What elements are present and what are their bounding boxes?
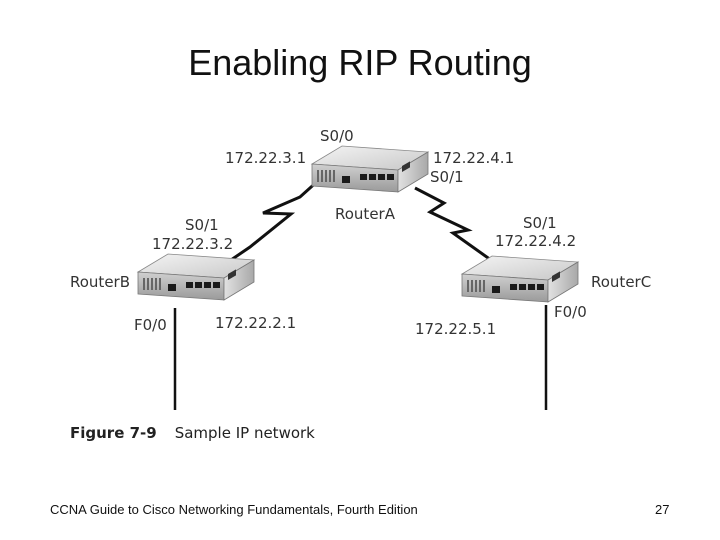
routerb-s0-1-ip: 172.22.3.2 (152, 235, 234, 253)
routerc-s0-1-ip: 172.22.4.2 (495, 232, 577, 250)
routera-s0-1-label: S0/1 (430, 168, 464, 186)
routerb-device (137, 253, 255, 301)
figure-caption: Figure 7-9 Sample IP network (70, 424, 315, 442)
routerc-f0-0-label: F0/0 (554, 303, 587, 321)
serial-link-a-c (414, 186, 499, 267)
routera-device (311, 145, 429, 193)
serial-link-a-b (227, 168, 332, 264)
routera-s0-1-ip: 172.22.4.1 (433, 149, 515, 167)
routerc-name: RouterC (591, 273, 652, 291)
routerb-s0-1-label: S0/1 (185, 216, 219, 234)
routerb-name: RouterB (70, 273, 130, 291)
figure-caption-text: Sample IP network (174, 424, 315, 442)
routerc-s0-1-label: S0/1 (523, 214, 557, 232)
routerb-f0-0-label: F0/0 (134, 316, 167, 334)
routera-name: RouterA (335, 205, 395, 223)
slide-title: Enabling RIP Routing (188, 42, 532, 83)
slide-footer: CCNA Guide to Cisco Networking Fundament… (50, 502, 418, 517)
page-number: 27 (655, 502, 670, 517)
routerc-device (461, 255, 579, 303)
figure-number: Figure 7-9 (70, 424, 157, 442)
routerb-f0-0-ip: 172.22.2.1 (215, 314, 297, 332)
routerc-f0-0-ip: 172.22.5.1 (415, 320, 497, 338)
routera-s0-0-ip: 172.22.3.1 (225, 149, 307, 167)
routera-s0-0-label: S0/0 (320, 127, 354, 145)
